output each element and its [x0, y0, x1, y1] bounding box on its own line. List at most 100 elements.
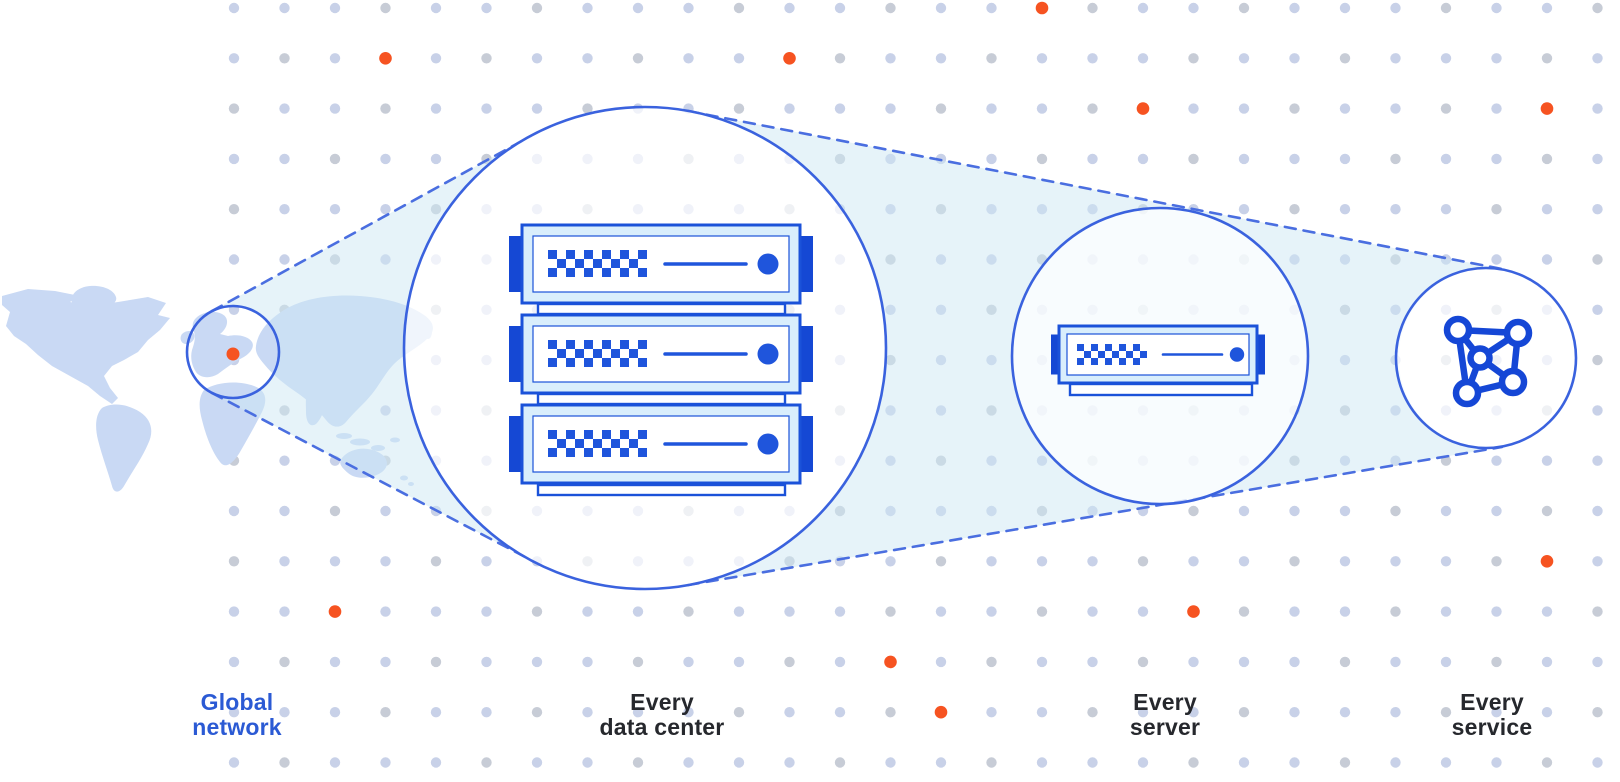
rack-shelf: [536, 302, 787, 316]
grid-dot: [279, 153, 290, 165]
grid-dot: [733, 606, 745, 617]
grid-dot: [380, 556, 391, 567]
network-mesh-icon: [1443, 315, 1533, 408]
grid-dot: [1491, 656, 1502, 668]
server-unit: [509, 403, 813, 485]
grid-dot: [1592, 455, 1603, 466]
grid-dot: [1541, 204, 1553, 215]
grid-dot: [1440, 707, 1452, 718]
grid-dot: [1440, 505, 1452, 517]
grid-dot: [1541, 254, 1553, 265]
grid-dot: [1289, 556, 1300, 567]
grid-dot: [683, 2, 694, 14]
grid-dot: [1592, 757, 1603, 768]
grid-dot: [582, 2, 593, 14]
grid-dot: [380, 757, 391, 768]
grid-dot: [986, 656, 997, 668]
grid-dot: [1188, 757, 1199, 768]
grid-dot: [1592, 53, 1603, 64]
grid-dot: [986, 606, 997, 617]
continent: [96, 404, 152, 492]
grid-dot: [1339, 204, 1351, 215]
grid-dot: [1289, 153, 1300, 165]
server-unit: [509, 223, 813, 305]
grid-dot: [935, 2, 947, 14]
grid-dot: [1036, 757, 1048, 768]
grid-dot: [531, 757, 543, 768]
grid-dot: [1390, 606, 1401, 617]
grid-dot: [1541, 455, 1553, 466]
grid-dot: [279, 656, 290, 668]
grid-dot: [1238, 707, 1250, 718]
dashed-guide-bottom-left: [210, 391, 533, 562]
grid-dot: [1188, 2, 1199, 14]
continent: [191, 311, 253, 378]
vent-pattern: [548, 250, 647, 277]
continent: [2, 289, 170, 404]
grid-dot: [1440, 103, 1452, 114]
grid-dot: [430, 2, 442, 14]
grid-dot: [1592, 103, 1603, 114]
grid-dot: [733, 707, 745, 718]
grid-dot: [733, 656, 745, 668]
grid-dot: [1188, 556, 1199, 567]
status-light: [757, 433, 779, 455]
grid-dot: [1289, 204, 1300, 215]
grid-dot: [834, 103, 846, 114]
grid-dot: [1491, 707, 1502, 718]
grid-dot: [1440, 757, 1452, 768]
grid-dot: [1188, 707, 1199, 718]
grid-dot: [632, 656, 644, 668]
grid-dot: [1339, 757, 1351, 768]
grid-dot: [1036, 153, 1048, 165]
grid-dot: [885, 707, 896, 718]
grid-dot: [1087, 153, 1098, 165]
grid-dot: [834, 606, 846, 617]
grid-dot: [784, 606, 795, 617]
server-unit: [509, 313, 813, 395]
grid-dot: [1339, 103, 1351, 114]
grid-dot: [1087, 707, 1098, 718]
grid-dot: [279, 556, 290, 567]
grid-dot: [329, 153, 341, 165]
grid-dot: [228, 103, 240, 114]
grid-dot: [1390, 556, 1401, 567]
grid-dot: [1137, 556, 1149, 567]
network-mesh: [1443, 315, 1533, 408]
grid-dot: [784, 707, 795, 718]
grid-dot: [935, 606, 947, 617]
grid-dot: [683, 656, 694, 668]
grid-dot: [582, 707, 593, 718]
grid-dot: [1491, 2, 1502, 14]
grid-dot: [279, 254, 290, 265]
grid-dot: [1491, 757, 1502, 768]
grid-dot: [430, 656, 442, 668]
server-face: [532, 325, 790, 383]
grid-dot: [885, 2, 896, 14]
grid-dot: [632, 757, 644, 768]
label-every-server: Every server: [1130, 690, 1200, 740]
grid-dot: [1036, 656, 1048, 668]
accent-dot: [1187, 605, 1200, 618]
grid-dot: [380, 505, 391, 517]
grid-dot: [279, 204, 290, 215]
grid-dot: [986, 153, 997, 165]
grid-dot: [1036, 556, 1048, 567]
grid-dot: [1390, 2, 1401, 14]
label-every-service: Every service: [1452, 690, 1533, 740]
grid-dot: [228, 204, 240, 215]
grid-dot: [1491, 103, 1502, 114]
grid-dot: [228, 556, 240, 567]
grid-dot: [481, 103, 492, 114]
grid-dot: [1289, 707, 1300, 718]
server-rack-icon: [509, 223, 813, 497]
server-unit: [1051, 324, 1265, 385]
grid-dot: [1491, 53, 1502, 64]
grid-dot: [1390, 505, 1401, 517]
grid-dot: [834, 53, 846, 64]
grid-dot: [531, 707, 543, 718]
grid-dot: [1440, 153, 1452, 165]
grid-dot: [1137, 757, 1149, 768]
grid-dot: [481, 656, 492, 668]
location-dot-icon: [226, 347, 240, 361]
